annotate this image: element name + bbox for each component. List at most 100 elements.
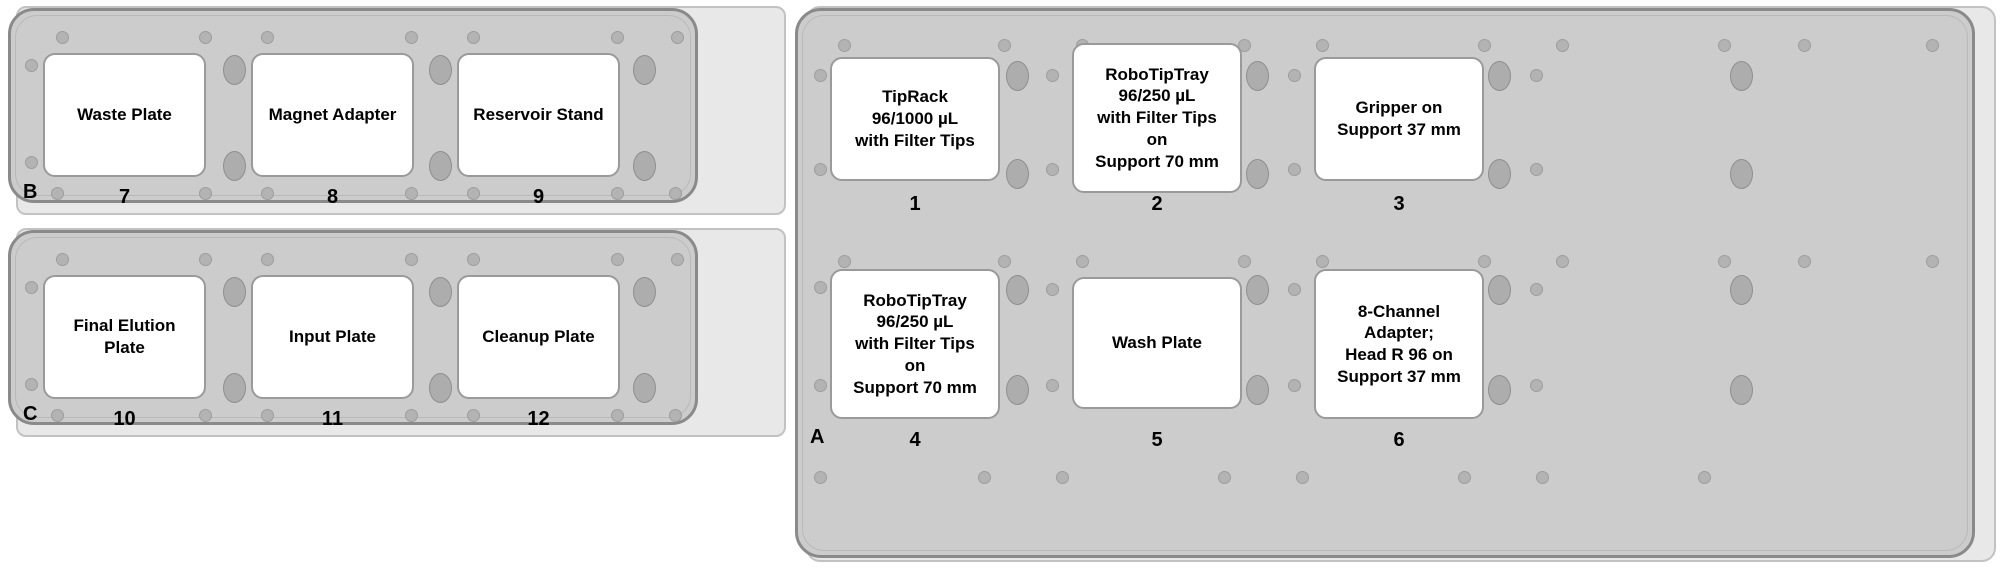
labware-label: Wash Plate [1111, 333, 1203, 353]
deck-row-letter-c: C [23, 403, 38, 425]
deck-alignment-pin [1006, 61, 1029, 91]
slot-number-6: 6 [1393, 429, 1405, 451]
deck-pin [814, 69, 827, 82]
deck-pin [1056, 471, 1069, 484]
deck-pin [199, 187, 212, 200]
deck-pin [56, 31, 69, 44]
slot-number-3: 3 [1393, 193, 1405, 215]
labware-tile-6[interactable]: 8-Channel Adapter; Head R 96 on Support … [1314, 269, 1484, 419]
deck-pin [1238, 255, 1251, 268]
deck-pin [261, 409, 274, 422]
deck-pin [467, 253, 480, 266]
deck-alignment-pin [1730, 375, 1753, 405]
deck-pin [1076, 255, 1089, 268]
deck-pin [261, 253, 274, 266]
labware-label: RoboTipTray 96/250 µL with Filter Tips o… [1095, 64, 1219, 171]
deck-pin [1046, 283, 1059, 296]
deck-alignment-pin [1246, 61, 1269, 91]
deck-alignment-pin [1006, 275, 1029, 305]
deck-pin [51, 187, 64, 200]
labware-tile-5[interactable]: Wash Plate [1072, 277, 1242, 409]
deck-carrier-a[interactable]: TipRack 96/1000 µL with Filter Tips Robo… [795, 8, 1975, 558]
deck-alignment-pin [223, 277, 246, 307]
deck-pin [978, 471, 991, 484]
deck-alignment-pin [1730, 61, 1753, 91]
deck-pin [611, 253, 624, 266]
slot-number-10: 10 [113, 408, 136, 430]
slot-number-5: 5 [1151, 429, 1163, 451]
labware-tile-7[interactable]: Waste Plate [43, 53, 206, 177]
deck-pin [671, 31, 684, 44]
deck-pin [1926, 39, 1939, 52]
deck-alignment-pin [1006, 159, 1029, 189]
deck-pin [1288, 283, 1301, 296]
deck-pin [669, 187, 682, 200]
labware-label: Input Plate [289, 327, 376, 347]
deck-pin [1556, 39, 1569, 52]
labware-tile-9[interactable]: Reservoir Stand [457, 53, 620, 177]
deck-pin [261, 31, 274, 44]
deck-pin [1458, 471, 1471, 484]
slot-number-4: 4 [909, 429, 921, 451]
deck-pin [1288, 379, 1301, 392]
labware-tile-4[interactable]: RoboTipTray 96/250 µL with Filter Tips o… [830, 269, 1000, 419]
deck-row-letter-a: A [810, 426, 825, 448]
deck-pin [1046, 69, 1059, 82]
labware-label: RoboTipTray 96/250 µL with Filter Tips o… [853, 290, 977, 397]
deck-carrier-b[interactable]: Waste Plate Magnet Adapter Reservoir Sta… [8, 8, 698, 208]
deck-pin [25, 281, 38, 294]
deck-pin [1926, 255, 1939, 268]
deck-pin [611, 31, 624, 44]
deck-pin [405, 409, 418, 422]
deck-alignment-pin [429, 277, 452, 307]
slot-number-2: 2 [1151, 193, 1163, 215]
deck-row-letter-b: B [23, 181, 38, 203]
deck-alignment-pin [1488, 375, 1511, 405]
deck-pin [838, 255, 851, 268]
labware-label: Magnet Adapter [268, 105, 397, 125]
slot-number-12: 12 [527, 408, 550, 430]
deck-pin [1530, 163, 1543, 176]
deck-pin [814, 163, 827, 176]
deck-pin [25, 378, 38, 391]
deck-pin [56, 253, 69, 266]
labware-label: 8-Channel Adapter; Head R 96 on Support … [1337, 301, 1461, 386]
slot-number-1: 1 [909, 193, 921, 215]
labware-tile-8[interactable]: Magnet Adapter [251, 53, 414, 177]
deck-carrier-c[interactable]: Final Elution Plate Input Plate Cleanup … [8, 230, 698, 430]
labware-tile-11[interactable]: Input Plate [251, 275, 414, 399]
deck-alignment-pin [1246, 375, 1269, 405]
labware-tile-1[interactable]: TipRack 96/1000 µL with Filter Tips [830, 57, 1000, 181]
deck-pin [669, 409, 682, 422]
deck-alignment-pin [633, 151, 656, 181]
deck-alignment-pin [633, 55, 656, 85]
deck-alignment-pin [633, 277, 656, 307]
labware-tile-3[interactable]: Gripper on Support 37 mm [1314, 57, 1484, 181]
deck-alignment-pin [1488, 61, 1511, 91]
labware-tile-12[interactable]: Cleanup Plate [457, 275, 620, 399]
deck-alignment-pin [223, 55, 246, 85]
deck-pin [467, 409, 480, 422]
deck-pin [405, 253, 418, 266]
deck-pin [199, 31, 212, 44]
deck-pin [25, 156, 38, 169]
deck-pin [1478, 39, 1491, 52]
deck-pin [1296, 471, 1309, 484]
deck-pin [405, 31, 418, 44]
deck-alignment-pin [1246, 275, 1269, 305]
deck-alignment-pin [223, 373, 246, 403]
deck-pin [199, 253, 212, 266]
deck-pin [261, 187, 274, 200]
slot-number-9: 9 [532, 186, 545, 208]
deck-pin [467, 31, 480, 44]
deck-pin [1556, 255, 1569, 268]
labware-tile-2[interactable]: RoboTipTray 96/250 µL with Filter Tips o… [1072, 43, 1242, 193]
labware-label: Waste Plate [77, 105, 172, 125]
deck-pin [199, 409, 212, 422]
deck-pin [1718, 255, 1731, 268]
deck-pin [814, 471, 827, 484]
deck-alignment-pin [429, 373, 452, 403]
labware-tile-10[interactable]: Final Elution Plate [43, 275, 206, 399]
deck-pin [1046, 379, 1059, 392]
deck-pin [998, 39, 1011, 52]
